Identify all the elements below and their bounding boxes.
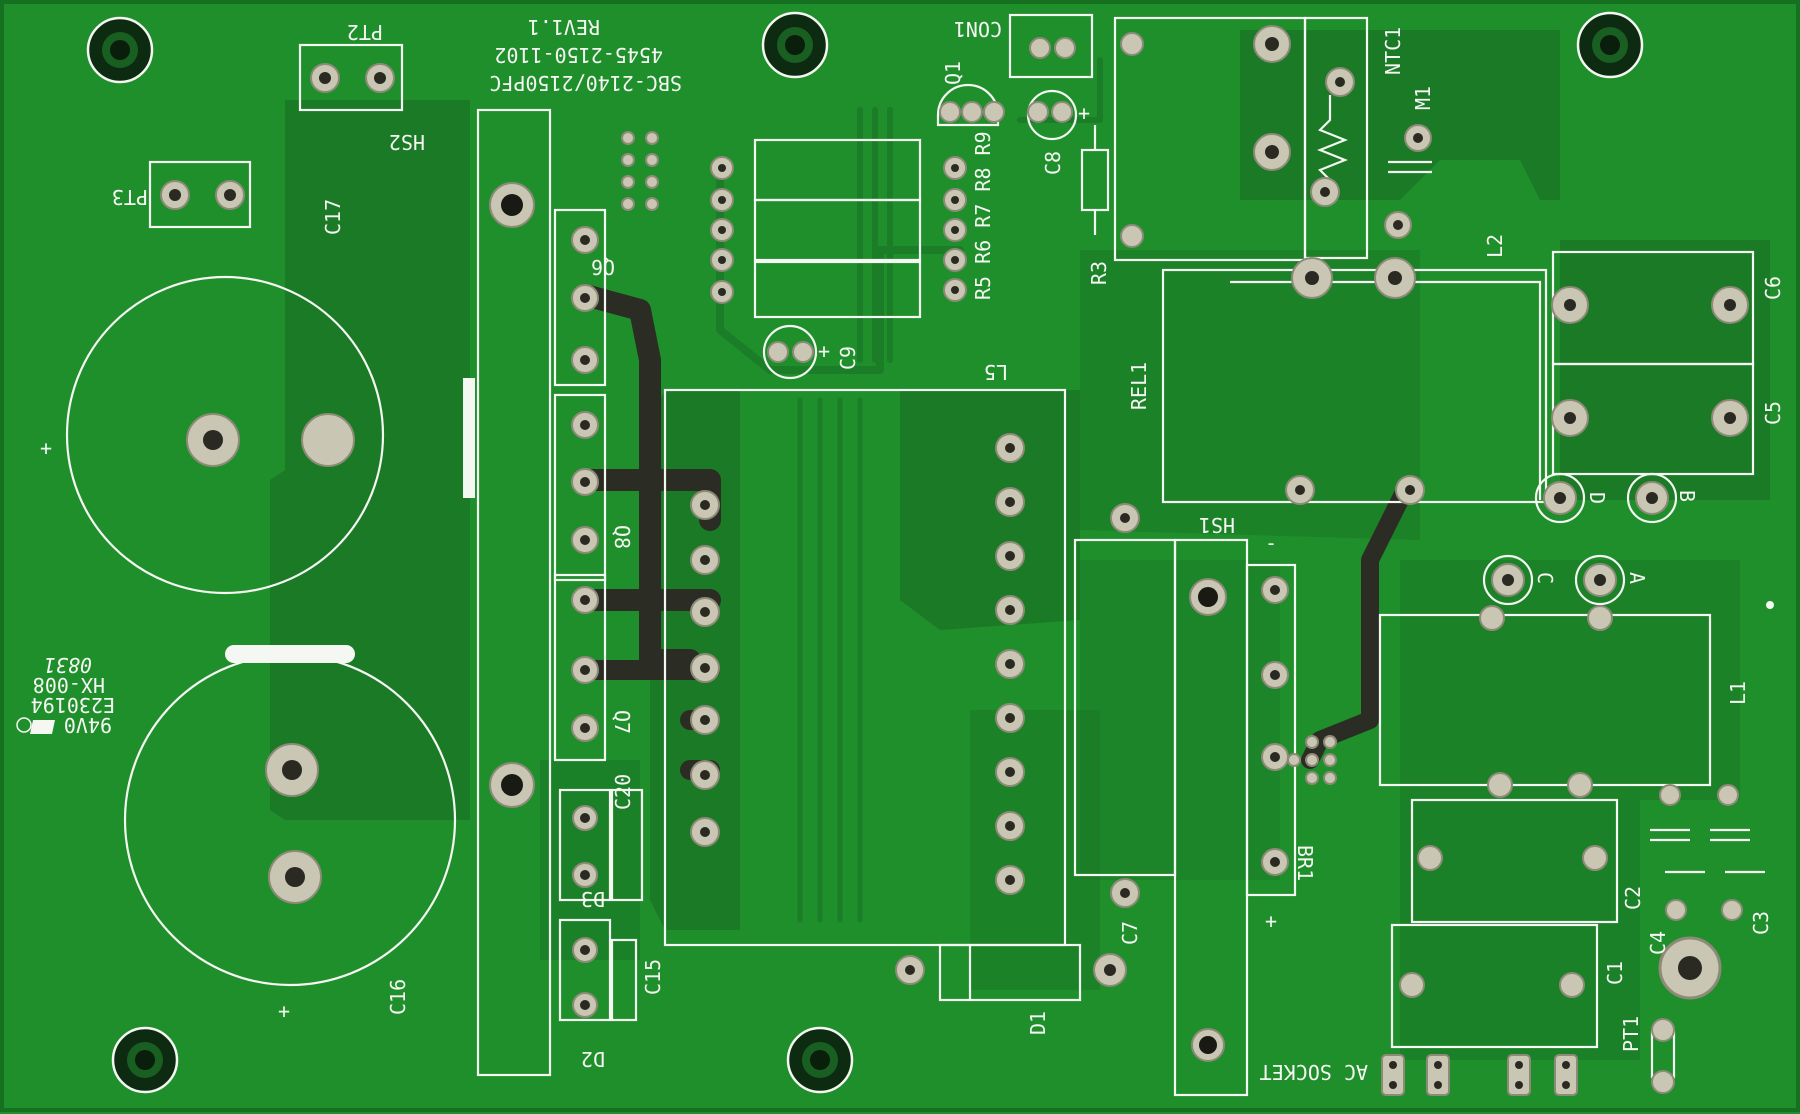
mount-hole-bc [786,1026,854,1094]
cap-c17: + C17 [40,199,475,595]
ntc1-label: NTC1 [1381,27,1405,75]
d3-label: D3 [581,887,605,911]
m1-label: M1 [1411,86,1435,110]
small-parts-left: C20 D3 C15 D2 [558,774,665,1071]
q7-label: Q7 [610,710,634,734]
inductor-l1: L1 [1378,613,1750,787]
mount-hole-tr [1576,11,1644,79]
terminal-d-label: D [1585,492,1609,504]
c4-label: C4 [1646,931,1670,955]
c1-label: C1 [1603,961,1627,985]
rel1-label: REL1 [1127,362,1151,410]
ac-socket-label: AC SOCKET [1260,1060,1368,1084]
cap-c7: C7 [1118,921,1142,945]
terminals: D B C A [1482,472,1699,606]
via-array [621,131,659,211]
via-cluster-br1 [1287,735,1337,785]
l2-label: L2 [1483,234,1507,258]
mount-hole-br [1658,936,1722,1000]
hs1-label: HS1 [1199,513,1235,537]
mounting-holes [86,11,1722,1094]
cert-e230194: E230194 [31,693,115,717]
c6-label: C6 [1761,276,1785,300]
title-line-3: REV1.1 [528,15,600,39]
c20-label: C20 [611,774,635,810]
c5-label: C5 [1761,401,1785,425]
c2-label: C2 [1621,886,1645,910]
pads [160,25,1749,1096]
c8-label: C8 [1041,151,1065,175]
q8-label: Q8 [610,525,634,549]
r3-label: R3 [1087,261,1111,285]
br1-label: BR1 [1293,845,1317,881]
heatsink-hs1: HS1 - + BR1 [1073,513,1317,1097]
pad-c16-a [265,743,319,797]
test-points: PT2 PT3 [112,20,404,229]
pt3-label: PT3 [112,185,148,209]
q1-label: Q1 [941,61,965,85]
fiducial [1766,601,1774,609]
r-labels: R5 R6 R7 R8 R9 [971,131,995,300]
cert-hx008: HX-008 [33,673,105,697]
ac-socket-pads [1381,1054,1578,1096]
l5-label: L5 [984,360,1008,384]
d2-label: D2 [581,1047,605,1071]
pad-c17-a [186,413,240,467]
cert-date: 0831 [44,653,92,677]
resistor-bank: R5 R6 R7 R8 R9 [753,131,995,319]
c17-plus-label: + [40,436,52,460]
terminal-c-label: C [1533,572,1557,584]
pt2-label: PT2 [347,20,383,44]
cap-c16: + C16 [123,645,457,1023]
pad-c17-b [301,413,355,467]
terminal-a-label: A [1625,572,1649,584]
c7-label: C7 [1118,921,1142,945]
title-block: SBC-2140/2150PFC 4545-2150-1102 REV1.1 [489,15,682,95]
c16-label: C16 [386,979,410,1015]
pad-c16-b [268,850,322,904]
q6-label: Q6 [591,255,615,279]
con1-label: CON1 [954,17,1002,41]
mount-hole-tc [761,11,829,79]
svg-text:+: + [818,339,830,363]
br1-plus: + [1265,909,1277,933]
cert-94v0: 94V0 [64,713,112,737]
ul-logo [16,717,55,734]
inductor-l5: L5 [663,360,1067,947]
cert-block: 94V0 E230194 HX-008 0831 [16,653,115,737]
title-line-2: 4545-2150-1102 [494,43,663,67]
top-right-parts: NTC1 M1 REL1 L2 [1113,16,1548,504]
diode-d1: D1 [938,943,1082,1035]
c15-label: C15 [641,959,665,995]
br1-minus: - [1265,531,1277,555]
c17-label: C17 [321,199,345,235]
c3-label: C3 [1749,911,1773,935]
c16-plus-label: + [278,999,290,1023]
heatsink-hs2: HS2 [389,108,552,1077]
d1-label: D1 [1026,1011,1050,1035]
terminal-b-label: B [1675,490,1699,502]
mount-hole-tl [86,16,154,84]
title-line-1: SBC-2140/2150PFC [489,71,682,95]
pt1-label: PT1 [1619,1016,1643,1052]
svg-text:+: + [1078,101,1090,125]
c9-label: C9 [836,346,860,370]
mount-hole-bl [111,1026,179,1094]
bottom-right-parts: C2 C1 C4 C3 PT1 AC SOCKET [1260,798,1773,1084]
hs2-label: HS2 [389,130,425,154]
l1-label: L1 [1726,681,1750,705]
transistor-outlines: Q6 Q8 Q7 [553,208,634,762]
